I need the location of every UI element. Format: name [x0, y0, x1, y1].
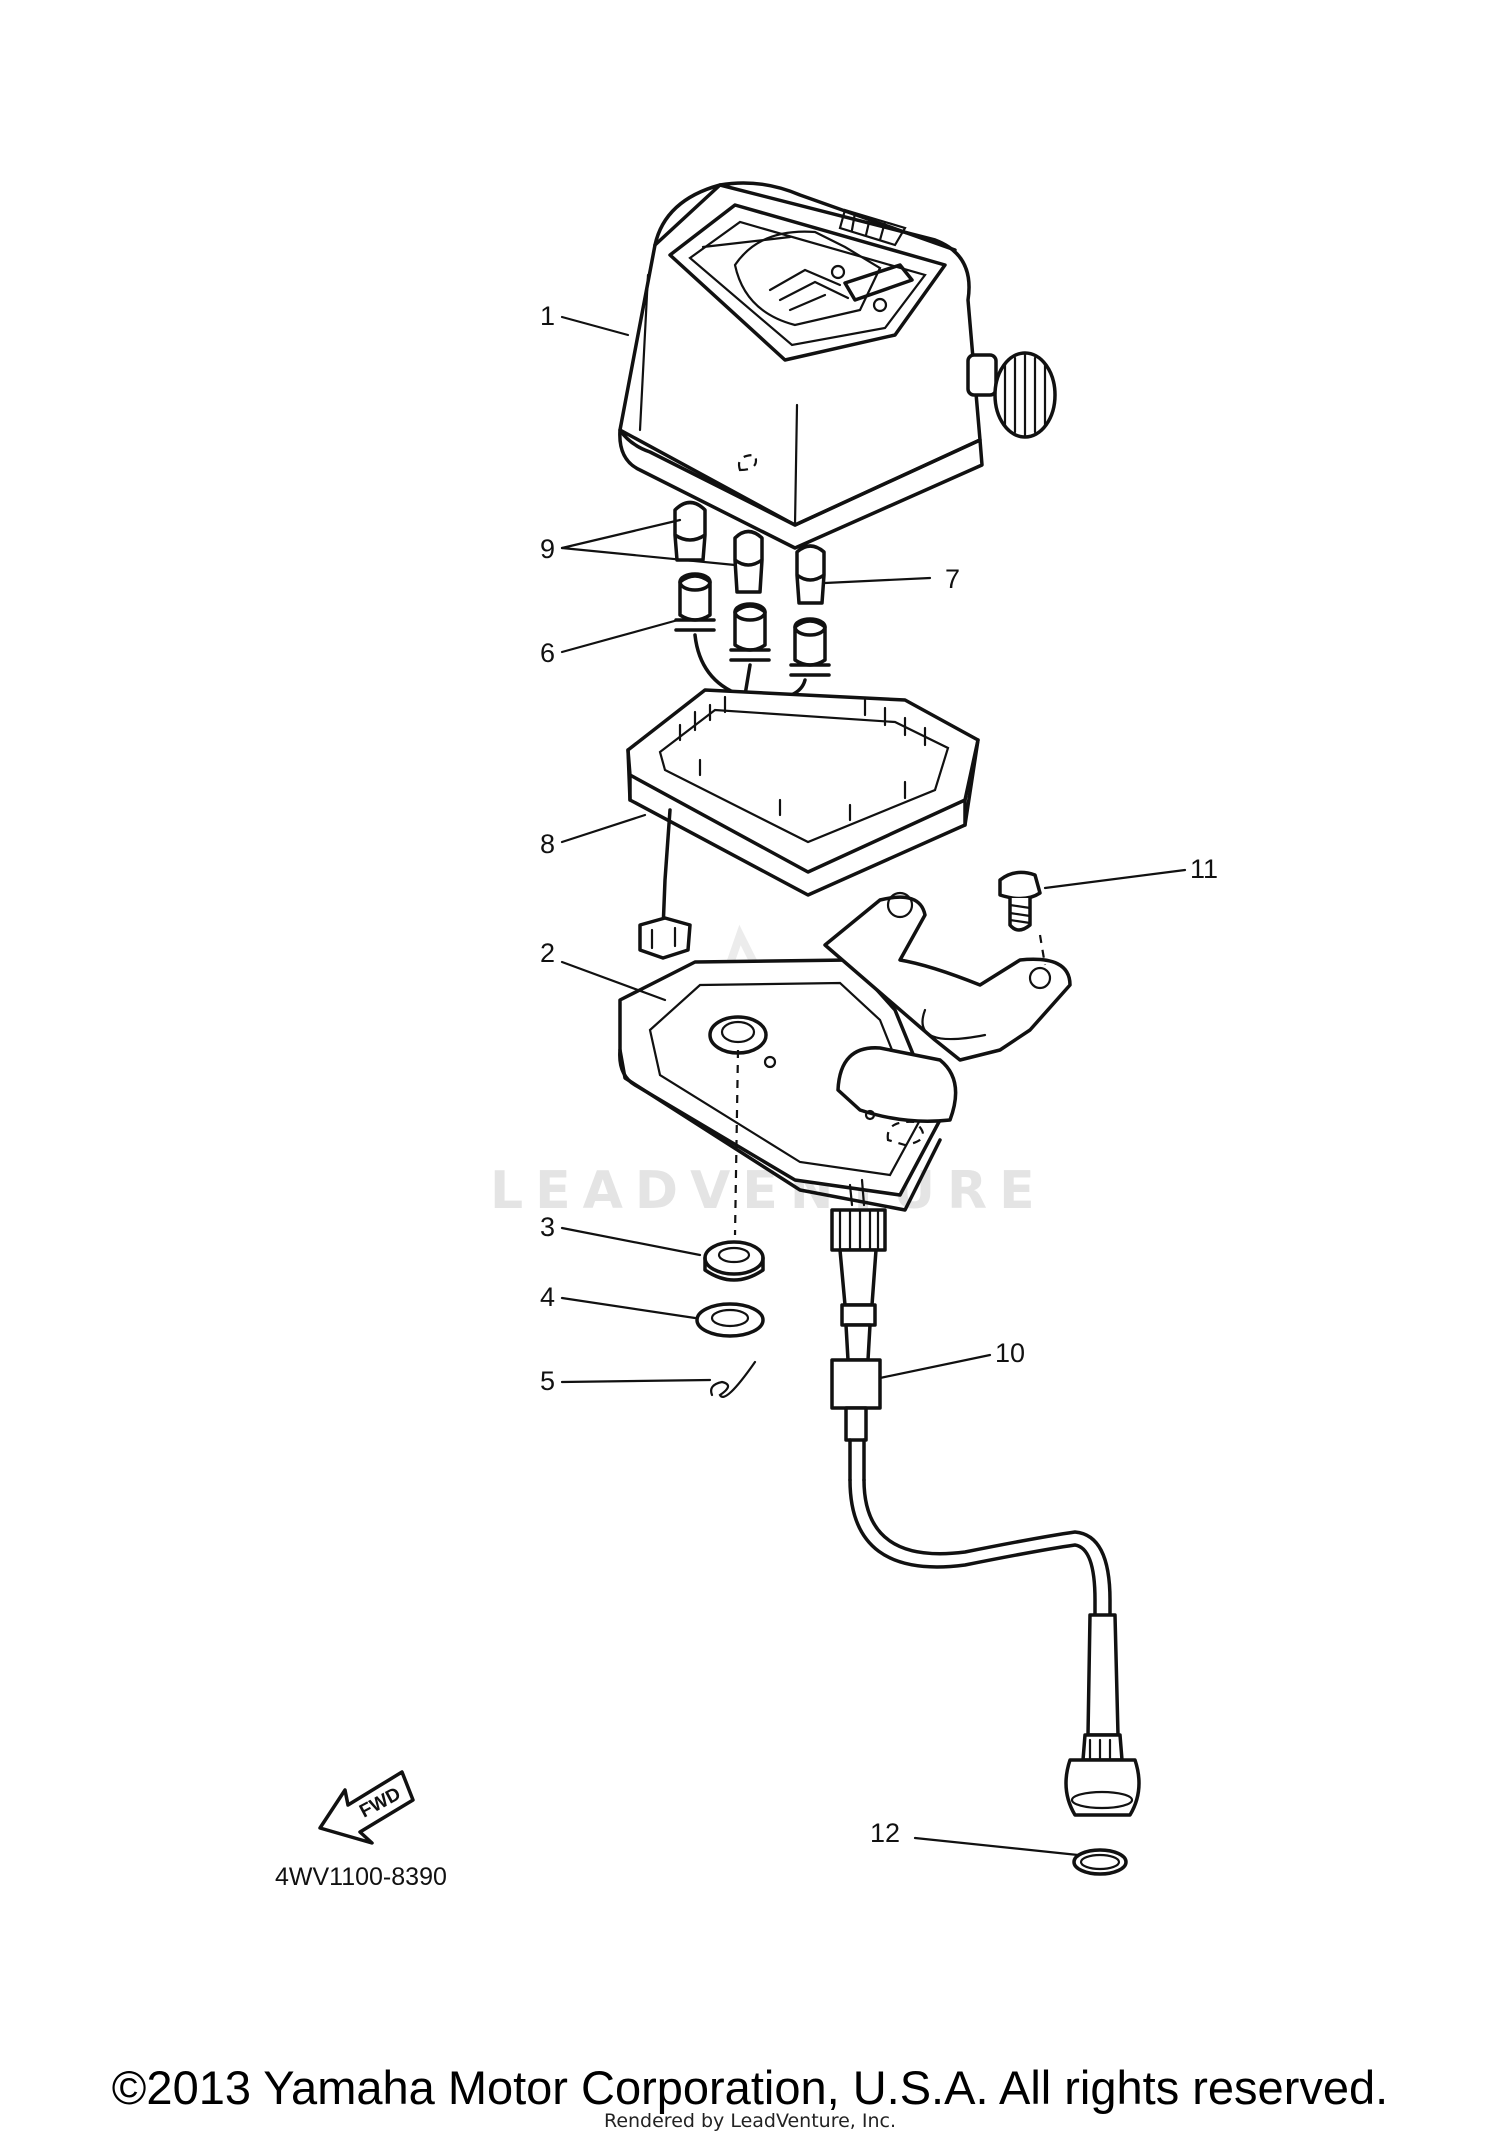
fwd-arrow-icon: FWD: [318, 1770, 415, 1845]
grommet-washer-clip: [695, 1049, 765, 1398]
callout-11: 11: [1190, 854, 1218, 884]
watermark-text: LEADVENTURE: [490, 1161, 1047, 1221]
callout-1: 1: [540, 301, 555, 331]
bolt: [998, 870, 1047, 966]
callout-10: 10: [995, 1338, 1025, 1368]
callout-6: 6: [540, 638, 555, 668]
callout-4: 4: [540, 1282, 555, 1312]
meter-bracket: [618, 891, 1072, 1212]
meter-base: [626, 688, 980, 960]
diagram-code: 4WV1100-8390: [275, 1863, 447, 1891]
callout-8: 8: [540, 829, 555, 859]
speedometer-cable: [830, 1178, 1141, 1817]
callout-12: 12: [870, 1818, 900, 1848]
meter-housing: [618, 181, 1057, 550]
callout-2: 2: [540, 938, 555, 968]
leader-lines: [560, 315, 1187, 1857]
o-ring-inner: [1079, 1853, 1121, 1871]
callout-9: 9: [540, 534, 555, 564]
callout-5: 5: [540, 1366, 555, 1396]
rendered-by-text: Rendered by LeadVenture, Inc.: [603, 2110, 897, 2132]
callout-3: 3: [540, 1212, 555, 1242]
copyright-text: ©2013 Yamaha Motor Corporation, U.S.A. A…: [111, 2061, 1389, 2114]
callout-7: 7: [945, 564, 960, 594]
